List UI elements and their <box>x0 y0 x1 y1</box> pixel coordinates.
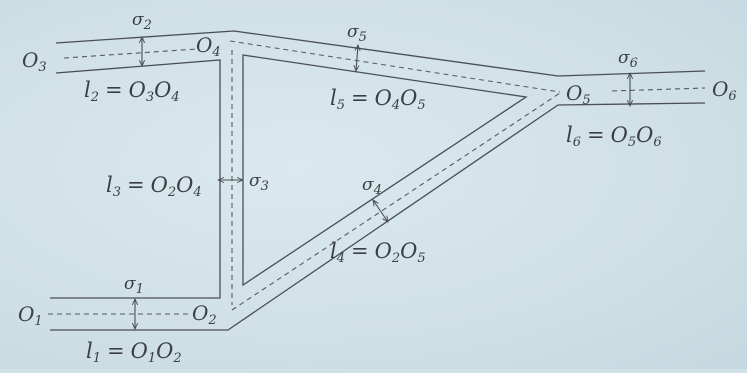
centerline-o2-o5 <box>231 92 561 311</box>
length-l1-label: l1=O1O2 <box>86 339 182 366</box>
length-l3-label: l3=O2O4 <box>106 173 202 200</box>
node-o2-label: O2 <box>192 301 217 328</box>
node-labels: O1 O2 O3 O4 O5 O6 <box>18 33 737 329</box>
centerline-o4-o5 <box>229 40 561 93</box>
node-o6-label: O6 <box>712 77 737 104</box>
sigma-6-label: σ6 <box>618 48 638 71</box>
sigma-4-arrow <box>373 200 388 222</box>
channel-centerlines <box>48 40 706 315</box>
sigma-2-label: σ2 <box>132 10 152 33</box>
length-l4-label: l4=O2O5 <box>330 239 426 266</box>
outer-wall-right-bottom <box>50 102 706 331</box>
centerline-o3-o4 <box>63 48 198 59</box>
channel-walls <box>50 30 706 331</box>
sigma-1-label: σ1 <box>124 274 144 297</box>
centerline-o5-o6 <box>611 87 706 92</box>
width-dimension-arrows <box>135 37 630 329</box>
length-l5-label: l5=O4O5 <box>330 86 426 113</box>
outer-wall-top <box>55 30 706 77</box>
node-o1-label: O1 <box>18 302 43 329</box>
sigma-4-label: σ4 <box>362 175 382 198</box>
length-l2-label: l2=O3O4 <box>84 78 180 105</box>
node-o5-label: O5 <box>566 81 591 108</box>
node-o4-label: O4 <box>196 33 221 60</box>
length-labels: l1=O1O2 l2=O3O4 l3=O2O4 l4=O2O5 l5=O4O5 … <box>84 78 662 366</box>
width-labels: σ1 σ2 σ3 σ4 σ5 σ6 <box>124 10 638 297</box>
sigma-5-label: σ5 <box>347 22 367 45</box>
sigma-3-label: σ3 <box>249 171 269 194</box>
inner-triangle-wall <box>242 54 528 287</box>
node-o3-label: O3 <box>22 48 47 75</box>
sigma-5-arrow <box>356 45 358 71</box>
length-l6-label: l6=O5O6 <box>566 123 662 150</box>
